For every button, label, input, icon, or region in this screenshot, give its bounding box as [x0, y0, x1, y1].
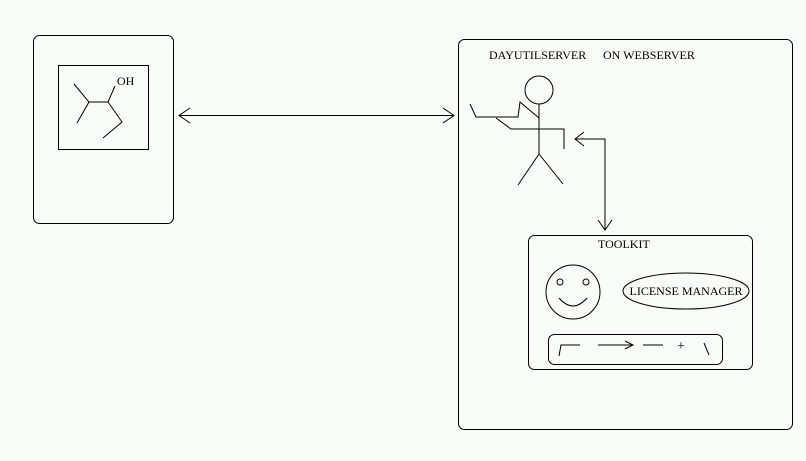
toolkit-arrow-head-down: [597, 219, 613, 231]
toolbar-plus-glyph: +: [677, 339, 685, 354]
molecule-oh-label: OH: [117, 74, 135, 88]
smiley-face-outline: [545, 264, 601, 320]
license-manager-label: LICENSE MANAGER: [630, 284, 743, 298]
toolkit-arrow: [574, 131, 613, 231]
toolkit-arrow-head-up: [574, 131, 585, 147]
figure-right-arm: [495, 117, 565, 149]
toolkit-frame: [528, 235, 753, 370]
license-manager: LICENSE MANAGER: [622, 272, 750, 310]
smiley-right-eye: [582, 278, 590, 286]
figure-right-leg: [538, 153, 564, 185]
toolbar-backslash-glyph: [703, 342, 710, 356]
figure-head: [524, 75, 554, 105]
figure-left-leg: [517, 153, 540, 186]
toolkit-title: TOOLKIT: [598, 237, 650, 251]
connector-arrowhead-left: [178, 107, 191, 124]
webserver-title: DAYUTILSERVER: [489, 48, 586, 62]
connector-arrowhead-right: [442, 107, 455, 124]
smiley-left-eye: [556, 278, 564, 286]
toolkit-arrow-line: [575, 138, 606, 230]
molecule-panel: [58, 65, 149, 150]
smiley-mouth: [558, 297, 588, 307]
webserver-frame: [458, 39, 793, 430]
molecule-structure: OH: [73, 74, 135, 139]
toolbar-frame: [548, 334, 723, 365]
toolbar-pencil-glyph: [558, 344, 580, 357]
license-manager-ellipse: [622, 272, 750, 310]
server-stick-figure: [469, 75, 565, 186]
molecule-bond-right: [102, 101, 123, 139]
client-device: OH: [33, 35, 174, 224]
webserver-container: DAYUTILSERVER ON WEBSERVER TOOLKIT: [458, 39, 793, 430]
molecule-bond-center: [89, 85, 116, 103]
webserver-subtitle: ON WEBSERVER: [603, 48, 695, 62]
smiley-face-icon: [545, 264, 601, 320]
bidirectional-connector: [178, 107, 455, 124]
client-device-frame: [33, 35, 174, 224]
toolkit-toolbar: +: [548, 334, 723, 365]
figure-left-arm: [469, 101, 540, 119]
toolbar-arrow-head: [624, 340, 635, 350]
toolkit-panel: TOOLKIT LICENSE MANAGER +: [528, 235, 753, 370]
molecule-bond-left: [73, 83, 90, 124]
